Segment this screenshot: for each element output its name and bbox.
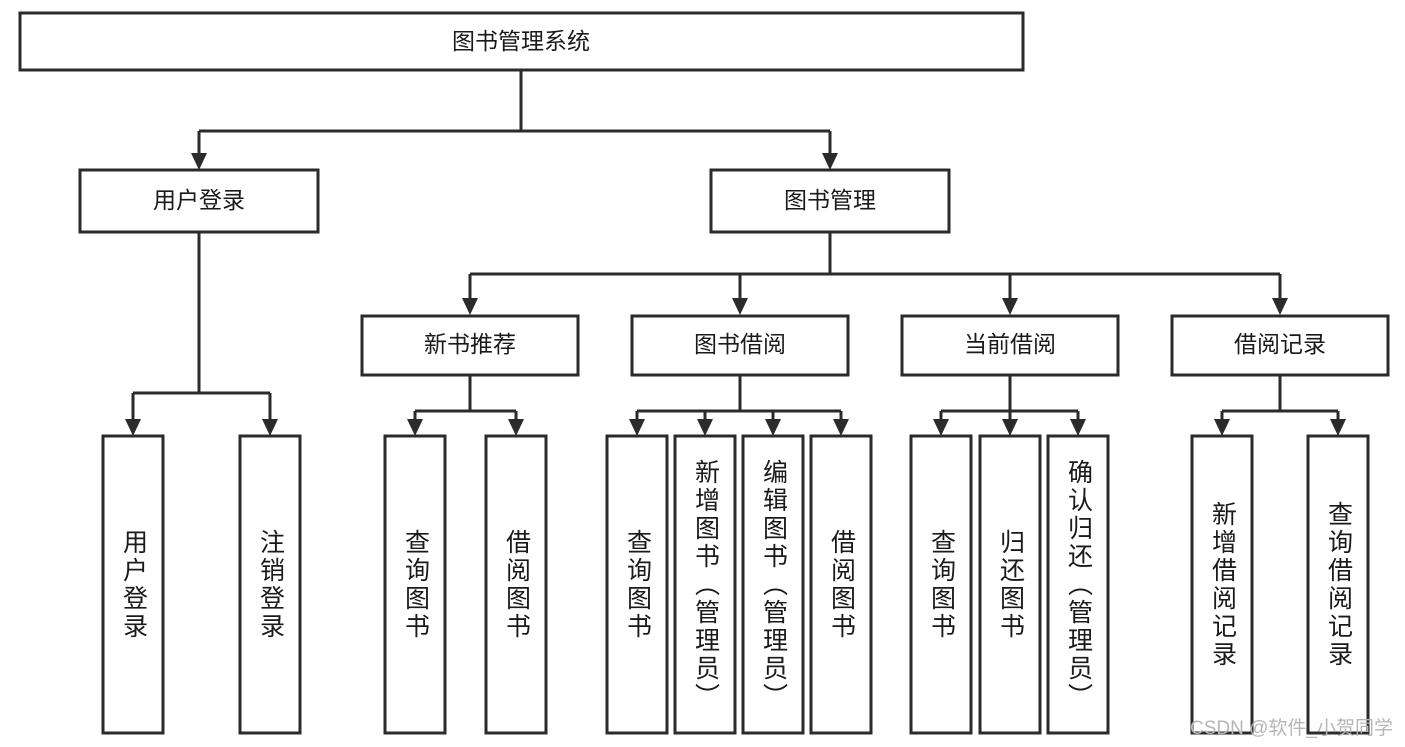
node-user-login-box[interactable] bbox=[78, 168, 320, 234]
node-current-borrow-box[interactable] bbox=[900, 314, 1120, 377]
arrow-borrow-record-leaf-1 bbox=[1214, 419, 1230, 436]
node-leaf-book-borrow-3-box[interactable] bbox=[741, 434, 805, 735]
node-leaf-borrow-record-2-box[interactable] bbox=[1306, 434, 1370, 735]
node-borrow-record-box[interactable] bbox=[1170, 314, 1390, 377]
node-current-borrow-label: 当前借阅 bbox=[964, 331, 1056, 357]
node-leaf-user-login-1-box[interactable] bbox=[101, 434, 165, 735]
connector-group-root bbox=[191, 70, 838, 170]
connector-group-borrow-record bbox=[1214, 375, 1346, 436]
arrow-current-borrow-leaf-1 bbox=[933, 419, 949, 436]
arrow-book-borrow-leaf-4 bbox=[833, 419, 849, 436]
node-book-borrow-box[interactable] bbox=[630, 314, 850, 377]
node-leaf-current-borrow-3-box[interactable] bbox=[1046, 434, 1110, 735]
node-leaf-book-borrow-2-box[interactable] bbox=[673, 434, 737, 735]
node-book-mgmt-label: 图书管理 bbox=[784, 187, 876, 213]
node-leaf-user-login-2-box[interactable] bbox=[238, 434, 302, 735]
node-leaf-new-book-1-box[interactable] bbox=[383, 434, 447, 735]
arrow-root-to-book-mgmt bbox=[822, 153, 838, 170]
arrow-current-borrow-leaf-2 bbox=[1002, 419, 1018, 436]
node-book-mgmt-box[interactable] bbox=[709, 168, 951, 234]
connector-group-current-borrow bbox=[933, 375, 1086, 436]
arrow-new-book-leaf-2 bbox=[508, 419, 524, 436]
node-new-book-box[interactable] bbox=[360, 314, 580, 377]
connector-group-book-borrow bbox=[629, 375, 849, 436]
arrow-book-borrow-leaf-3 bbox=[765, 419, 781, 436]
arrow-user-login-leaf-2 bbox=[262, 419, 278, 436]
arrow-root-to-user-login bbox=[191, 153, 207, 170]
node-root-box[interactable] bbox=[18, 11, 1025, 72]
node-leaf-book-borrow-1-box[interactable] bbox=[605, 434, 669, 735]
node-leaf-book-borrow-4-box[interactable] bbox=[809, 434, 873, 735]
arrow-book-mgmt-to-borrow-record bbox=[1272, 298, 1288, 315]
node-leaf-current-borrow-2-box[interactable] bbox=[978, 434, 1042, 735]
arrow-book-borrow-leaf-1 bbox=[629, 419, 645, 436]
node-leaf-borrow-record-1-box[interactable] bbox=[1190, 434, 1254, 735]
node-user-login-label: 用户登录 bbox=[153, 187, 245, 213]
node-root-label: 图书管理系统 bbox=[452, 28, 590, 54]
node-book-borrow-label: 图书借阅 bbox=[694, 331, 786, 357]
arrow-new-book-leaf-1 bbox=[407, 419, 423, 436]
arrow-book-mgmt-to-new-book bbox=[462, 298, 478, 315]
node-leaf-current-borrow-1-box[interactable] bbox=[909, 434, 973, 735]
node-borrow-record-label: 借阅记录 bbox=[1234, 331, 1326, 357]
arrow-book-mgmt-to-current-borrow bbox=[1002, 298, 1018, 315]
connector-group-book-mgmt bbox=[462, 232, 1288, 315]
connector-group-new-book bbox=[407, 375, 524, 436]
node-leaf-new-book-2-box[interactable] bbox=[484, 434, 548, 735]
connector-group-user-login bbox=[125, 232, 278, 436]
csdn-watermark: CSDN @软件_小贺同学 bbox=[1190, 718, 1393, 739]
arrow-user-login-leaf-1 bbox=[125, 419, 141, 436]
arrow-book-borrow-leaf-2 bbox=[697, 419, 713, 436]
arrow-borrow-record-leaf-2 bbox=[1330, 419, 1346, 436]
arrow-book-mgmt-to-book-borrow bbox=[732, 298, 748, 315]
node-new-book-label: 新书推荐 bbox=[424, 331, 516, 357]
arrow-current-borrow-leaf-3 bbox=[1070, 419, 1086, 436]
